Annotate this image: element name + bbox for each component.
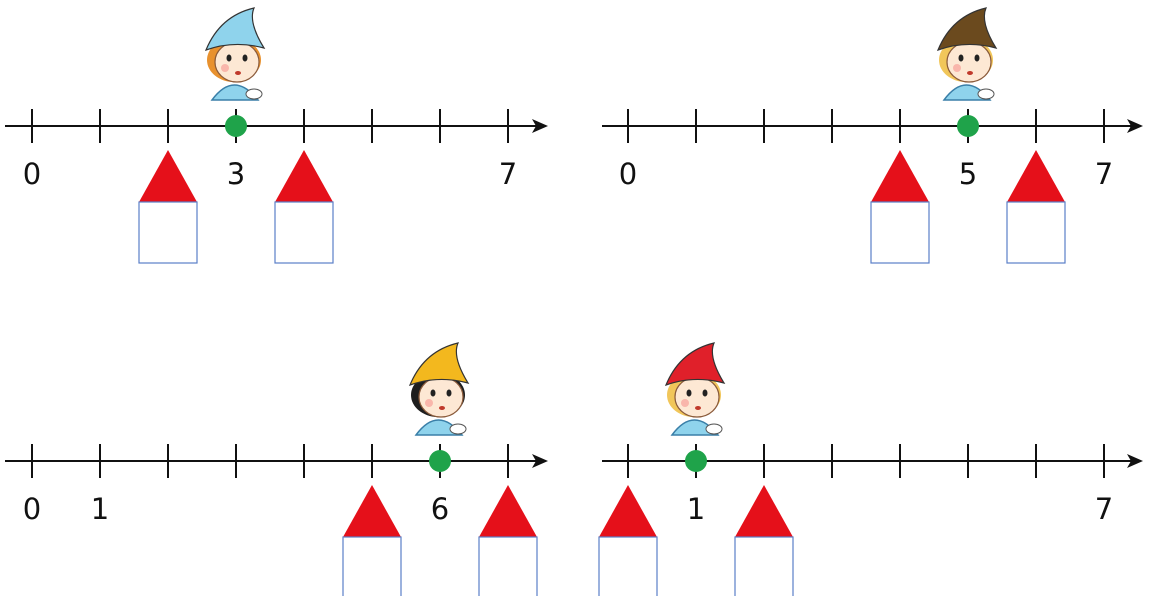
number-label: 7 — [1095, 492, 1113, 526]
gnome-cheek — [953, 64, 961, 72]
number-label: 5 — [959, 157, 977, 191]
answer-box — [479, 537, 537, 596]
number-line-panel-3: 0 1 6 — [5, 343, 548, 596]
house-icon — [275, 150, 333, 263]
number-label: 7 — [499, 157, 517, 191]
gnome-eye-left — [227, 55, 232, 62]
house-roof — [1007, 150, 1065, 202]
number-label: 6 — [431, 492, 449, 526]
house-roof — [139, 150, 197, 202]
gnome-hand — [450, 424, 466, 434]
gnome-mouth — [967, 71, 973, 75]
gnome-eye-left — [687, 390, 692, 397]
house-roof — [343, 485, 401, 537]
number-label: 3 — [227, 157, 245, 191]
gnome-character-icon — [938, 8, 996, 100]
number-label: 1 — [91, 492, 109, 526]
gnome-face — [947, 42, 991, 82]
gnome-cheek — [221, 64, 229, 72]
house-roof — [871, 150, 929, 202]
gnome-hand — [978, 89, 994, 99]
gnome-character-icon — [410, 343, 468, 435]
number-line-panel-1: 0 3 7 — [5, 8, 548, 263]
gnome-eye-left — [431, 390, 436, 397]
answer-box — [275, 202, 333, 263]
answer-box — [343, 537, 401, 596]
gnome-character-icon — [206, 8, 264, 100]
house-icon — [735, 485, 793, 596]
gnome-cheek — [681, 399, 689, 407]
gnome-cheek — [425, 399, 433, 407]
number-label: 1 — [687, 492, 705, 526]
house-icon — [343, 485, 401, 596]
gnome-face — [675, 377, 719, 417]
gnome-eye-left — [959, 55, 964, 62]
marked-point — [225, 115, 247, 137]
marked-point — [685, 450, 707, 472]
gnome-eye-right — [243, 55, 248, 62]
answer-box — [599, 537, 657, 596]
marked-point — [957, 115, 979, 137]
gnome-mouth — [235, 71, 241, 75]
house-roof — [599, 485, 657, 537]
gnome-eye-right — [447, 390, 452, 397]
house-roof — [479, 485, 537, 537]
gnome-hand — [706, 424, 722, 434]
answer-box — [871, 202, 929, 263]
gnome-mouth — [439, 406, 445, 410]
answer-box — [139, 202, 197, 263]
gnome-mouth — [695, 406, 701, 410]
number-label: 0 — [23, 492, 41, 526]
gnome-hand — [246, 89, 262, 99]
number-label: 7 — [1095, 157, 1113, 191]
answer-box — [735, 537, 793, 596]
gnome-character-icon — [666, 343, 724, 435]
house-icon — [1007, 150, 1065, 263]
number-label: 0 — [23, 157, 41, 191]
number-label: 0 — [619, 157, 637, 191]
house-roof — [275, 150, 333, 202]
house-icon — [479, 485, 537, 596]
answer-box — [1007, 202, 1065, 263]
gnome-hat — [206, 8, 264, 50]
house-icon — [139, 150, 197, 263]
gnome-face — [215, 42, 259, 82]
house-roof — [735, 485, 793, 537]
gnome-eye-right — [975, 55, 980, 62]
gnome-hat — [410, 343, 468, 385]
gnome-eye-right — [703, 390, 708, 397]
marked-point — [429, 450, 451, 472]
number-line-panel-2: 0 5 7 — [602, 8, 1143, 263]
house-icon — [871, 150, 929, 263]
gnome-hat — [938, 8, 996, 50]
gnome-hat — [666, 343, 724, 385]
house-icon — [599, 485, 657, 596]
gnome-face — [419, 377, 463, 417]
